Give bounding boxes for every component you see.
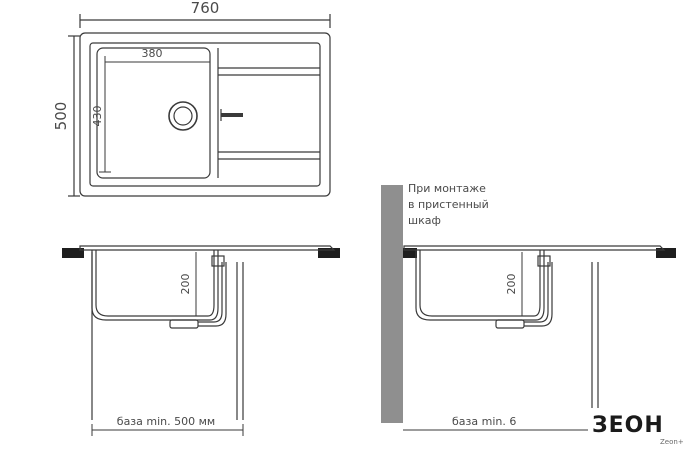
overflow-head-2 — [537, 255, 551, 267]
bowl-profile-outer — [91, 250, 219, 321]
drain-outer — [168, 101, 198, 131]
right-base-label: база min. 6 — [452, 415, 516, 428]
bowl-profile — [95, 250, 215, 317]
wall — [381, 185, 403, 423]
overall-depth-label: 500 — [52, 102, 70, 131]
front-view-right — [381, 185, 676, 436]
bowl-profile-2-outer — [415, 250, 545, 321]
logo-backdrop — [588, 408, 700, 450]
sink-rim-2 — [403, 245, 666, 251]
bowl-outline — [96, 47, 211, 179]
overall-width-label: 760 — [191, 0, 220, 17]
overflow-pipe-2 — [524, 262, 549, 323]
right-bowl-height-label: 200 — [505, 274, 518, 295]
countertop-left-block — [62, 248, 84, 258]
left-base-label: база min. 500 мм — [117, 415, 215, 428]
countertop-wall-block — [403, 248, 417, 258]
logo-wordmark: ЗЕОН — [592, 413, 664, 438]
bowl-width-label: 380 — [142, 47, 163, 60]
wall-note-line-2: в пристенный — [408, 198, 489, 211]
wall-note-line-1: При монтаже — [408, 182, 486, 195]
sink-outer-outline — [79, 32, 331, 197]
logo-tagline: Zeon+ — [660, 438, 684, 446]
brand-logo: ЗЕОН Zeon+ — [588, 408, 700, 450]
drain-fitting-2 — [495, 319, 525, 329]
sink-inner-outline — [89, 42, 321, 187]
wall-note-line-3: шкаф — [408, 214, 441, 227]
front-view-left — [62, 245, 340, 436]
drain-fitting — [169, 319, 199, 329]
bowl-depth-label: 430 — [91, 106, 104, 127]
overflow-head — [211, 255, 225, 267]
top-view — [68, 14, 331, 197]
drain-inner — [173, 106, 193, 126]
bowl-profile-2 — [419, 250, 541, 317]
overflow-pipe — [198, 262, 223, 323]
overflow-pipe-outer — [198, 262, 227, 327]
countertop-right-block-2 — [656, 248, 676, 258]
sink-rim — [79, 245, 336, 251]
overflow-pipe-2-outer — [524, 262, 553, 327]
countertop-right-block — [318, 248, 340, 258]
left-bowl-height-label: 200 — [179, 274, 192, 295]
